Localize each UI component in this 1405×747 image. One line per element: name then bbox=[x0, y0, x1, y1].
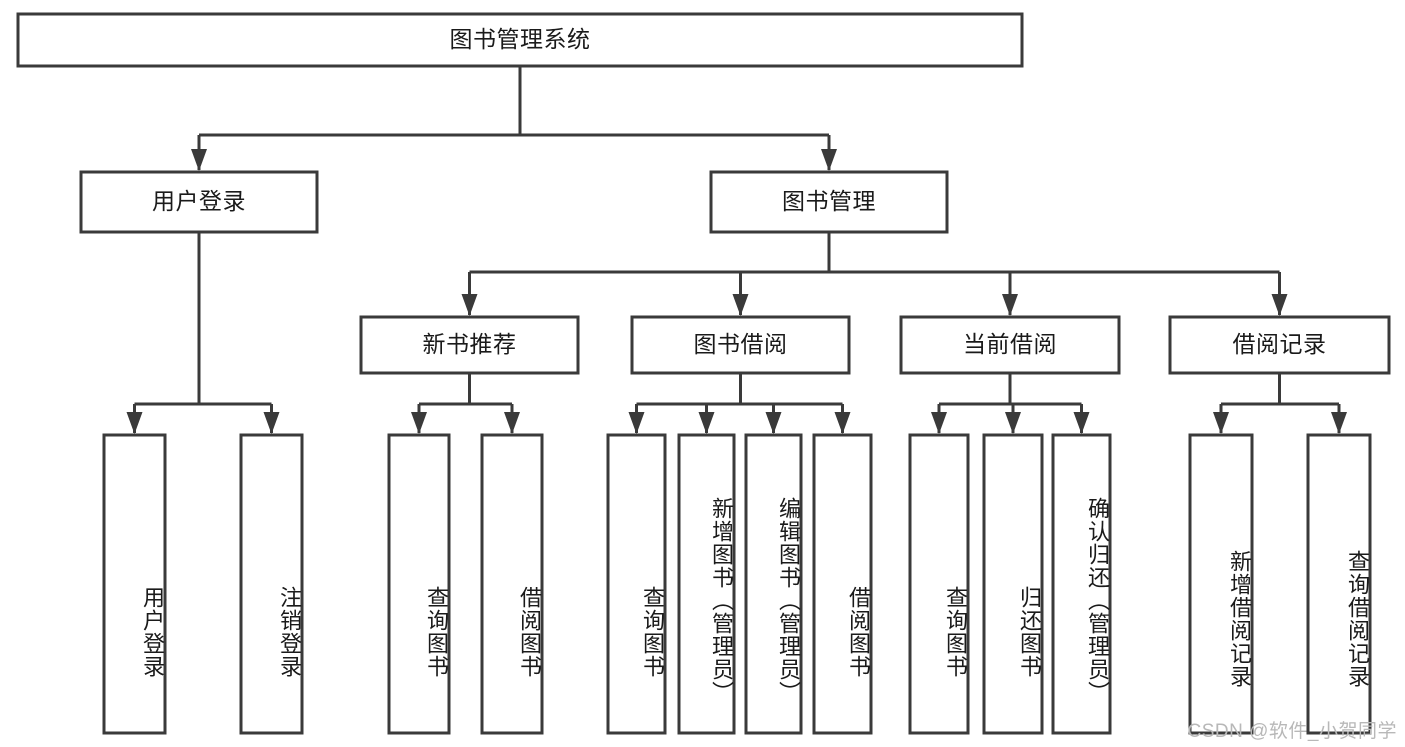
connectors-layer bbox=[126, 66, 1347, 434]
node-level2-1[interactable] bbox=[709, 170, 949, 234]
arrow-head-icon bbox=[931, 412, 947, 434]
arrow-head-icon bbox=[504, 412, 520, 434]
node-level3-1[interactable] bbox=[630, 315, 851, 375]
arrow-head-icon bbox=[765, 412, 782, 434]
arrow-head-icon bbox=[1271, 294, 1288, 316]
arrow-head-icon bbox=[628, 412, 645, 434]
arrow-head-icon bbox=[1005, 412, 1021, 434]
node-leaf-5[interactable] bbox=[677, 433, 736, 735]
node-level2-0[interactable] bbox=[79, 170, 319, 234]
arrow-head-icon bbox=[821, 149, 837, 171]
arrow-head-icon bbox=[263, 412, 280, 434]
arrow-head-icon bbox=[411, 412, 427, 434]
node-leaf-9[interactable] bbox=[982, 433, 1044, 735]
node-leaf-3[interactable] bbox=[480, 433, 544, 735]
watermark: CSDN @软件_小贺同学 bbox=[1187, 721, 1397, 742]
node-level3-0[interactable] bbox=[359, 315, 580, 375]
node-leaf-0[interactable] bbox=[102, 433, 167, 735]
arrow-head-icon bbox=[1073, 412, 1090, 434]
arrow-head-icon bbox=[834, 412, 851, 434]
node-leaf-7[interactable] bbox=[812, 433, 873, 735]
arrow-head-icon bbox=[732, 294, 749, 316]
arrow-head-icon bbox=[1331, 412, 1347, 434]
node-leaf-8[interactable] bbox=[908, 433, 970, 735]
node-leaf-10[interactable] bbox=[1051, 433, 1112, 735]
node-leaf-2[interactable] bbox=[387, 433, 451, 735]
node-level3-2[interactable] bbox=[899, 315, 1121, 375]
node-leaf-6[interactable] bbox=[744, 433, 803, 735]
arrow-head-icon bbox=[1213, 412, 1229, 434]
arrow-head-icon bbox=[698, 412, 715, 434]
arrow-head-icon bbox=[191, 149, 207, 171]
arrow-head-icon bbox=[461, 294, 478, 316]
node-leaf-4[interactable] bbox=[606, 433, 667, 735]
node-leaf-12[interactable] bbox=[1306, 433, 1372, 735]
arrow-head-icon bbox=[1002, 294, 1018, 316]
node-root[interactable] bbox=[16, 12, 1024, 68]
arrow-head-icon bbox=[126, 412, 143, 434]
node-leaf-1[interactable] bbox=[239, 433, 304, 735]
node-leaf-11[interactable] bbox=[1188, 433, 1254, 735]
node-level3-3[interactable] bbox=[1168, 315, 1391, 375]
boxes-layer bbox=[16, 12, 1391, 735]
